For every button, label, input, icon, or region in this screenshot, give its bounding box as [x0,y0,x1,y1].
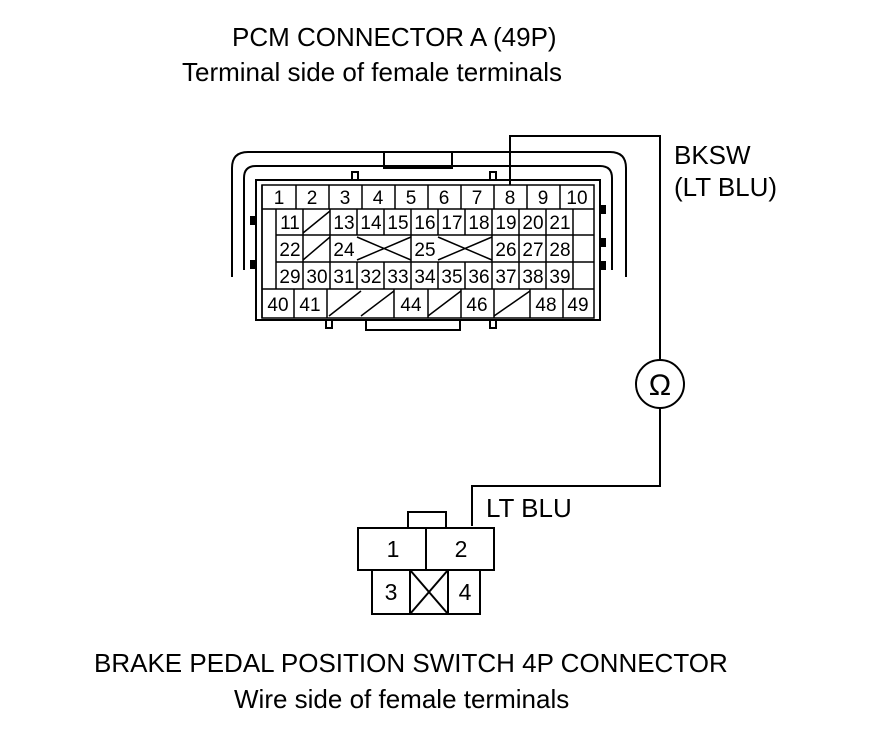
pcm-terminal-40: 40 [267,295,288,316]
pcm-terminal-7: 7 [472,188,483,209]
pcm-terminal-30: 30 [306,267,327,288]
pcm-terminal-15: 15 [387,213,408,234]
ohm-symbol: Ω [649,369,671,402]
pcm-connector-title: PCM CONNECTOR A (49P) [232,22,557,52]
pcm-terminal-28: 28 [549,240,570,261]
switch-terminal-labels: 1 2 3 4 [385,536,472,605]
pcm-terminal-6: 6 [439,188,450,209]
pcm-terminal-14: 14 [360,213,382,234]
pcm-wire-name: BKSW [674,140,751,170]
pcm-terminal-11: 11 [280,213,300,234]
pcm-terminal-25: 25 [414,240,435,261]
pcm-terminal-27: 27 [522,240,543,261]
pcm-terminal-16: 16 [414,213,435,234]
pcm-terminal-9: 9 [538,188,549,209]
pcm-terminal-21: 21 [549,213,570,234]
pcm-terminal-10: 10 [566,188,587,209]
pcm-terminal-17: 17 [441,213,462,234]
pcm-terminal-1: 1 [274,188,285,209]
pcm-terminal-33: 33 [387,267,408,288]
pcm-terminal-5: 5 [406,188,417,209]
pcm-terminal-19: 19 [495,213,516,234]
pcm-connector-housing [231,151,627,331]
pcm-terminal-46: 46 [466,295,487,316]
switch-terminal-4: 4 [459,579,472,605]
switch-terminal-1: 1 [387,536,400,562]
pcm-terminal-18: 18 [468,213,489,234]
pcm-terminal-36: 36 [468,267,489,288]
pcm-terminal-41: 41 [299,295,320,316]
pcm-terminal-3: 3 [340,188,351,209]
pcm-terminal-labels: 1 2 3 4 5 6 7 8 9 10 11 13 14 15 16 17 1… [267,188,588,316]
pcm-terminal-34: 34 [414,267,436,288]
pcm-terminal-8: 8 [505,188,516,209]
pcm-terminal-37: 37 [495,267,516,288]
pcm-terminal-13: 13 [333,213,354,234]
pcm-terminal-24: 24 [333,240,355,261]
pcm-terminal-22: 22 [279,240,300,261]
pcm-terminal-29: 29 [279,267,300,288]
switch-connector-subtitle: Wire side of female terminals [234,684,570,714]
pcm-locks [250,205,606,270]
pcm-terminal-31: 31 [333,267,354,288]
pcm-terminal-grid [261,184,595,319]
pcm-terminal-2: 2 [307,188,318,209]
pcm-terminal-35: 35 [441,267,462,288]
pcm-terminal-4: 4 [373,188,384,209]
switch-connector-housing [357,511,495,615]
pcm-terminal-48: 48 [535,295,556,316]
pcm-terminal-39: 39 [549,267,570,288]
switch-terminal-3: 3 [385,579,398,605]
switch-wire-color: LT BLU [486,493,572,523]
switch-wire-lt-blu [471,408,661,526]
pcm-terminal-49: 49 [567,295,588,316]
pcm-terminal-20: 20 [522,213,543,234]
pcm-terminal-26: 26 [495,240,516,261]
switch-connector-title: BRAKE PEDAL POSITION SWITCH 4P CONNECTOR [94,648,728,678]
switch-terminal-2: 2 [455,536,468,562]
pcm-terminal-32: 32 [360,267,381,288]
pcm-connector-subtitle: Terminal side of female terminals [182,57,563,87]
pcm-wire-bksw [509,135,661,360]
pcm-wire-color: (LT BLU) [674,172,778,202]
pcm-terminal-38: 38 [522,267,543,288]
pcm-terminal-44: 44 [400,295,422,316]
